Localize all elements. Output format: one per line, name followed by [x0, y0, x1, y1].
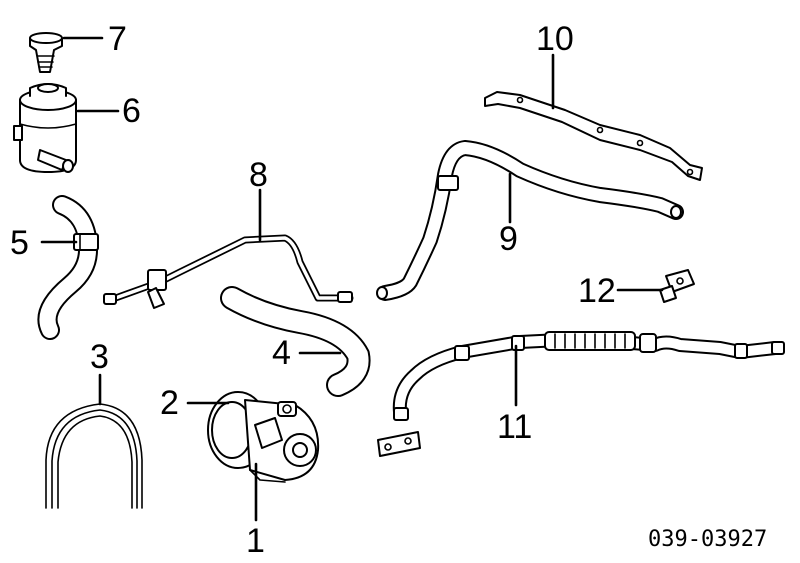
callout-5: 5	[10, 224, 29, 262]
callout-4: 4	[272, 334, 291, 372]
part-5-suction-hose[interactable]	[37, 195, 99, 340]
part-10-bracket[interactable]	[484, 91, 703, 181]
callout-1: 1	[246, 522, 265, 560]
part-8-pressure-line[interactable]	[103, 234, 354, 309]
callout-7: 7	[108, 20, 127, 58]
callout-6: 6	[122, 92, 141, 130]
part-12-pressure-switch[interactable]	[659, 269, 695, 303]
callout-11: 11	[497, 408, 532, 446]
diagram-code: 039-03927	[648, 527, 767, 552]
callout-2: 2	[160, 384, 179, 422]
callout-10: 10	[536, 20, 574, 58]
part-7-reservoir-cap[interactable]	[29, 32, 63, 73]
part-9-return-line[interactable]	[376, 139, 684, 301]
part-1-power-steering-pump[interactable]	[207, 391, 320, 483]
part-6-reservoir[interactable]	[13, 83, 77, 173]
callout-3: 3	[90, 338, 109, 376]
callout-8: 8	[249, 156, 268, 194]
callout-9: 9	[499, 220, 518, 258]
leader-lines	[40, 36, 664, 522]
callout-12: 12	[578, 272, 616, 310]
part-11-high-pressure-hose[interactable]	[377, 331, 785, 457]
part-3-drive-belt[interactable]	[45, 403, 143, 509]
part-4-return-hose[interactable]	[220, 286, 371, 397]
